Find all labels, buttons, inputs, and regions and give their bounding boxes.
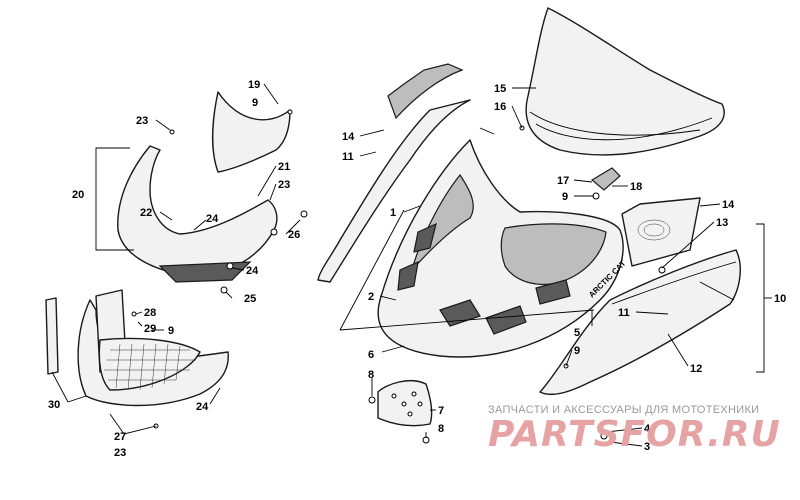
callout-23-top: 23 [136, 115, 148, 127]
callout-27: 27 [114, 431, 126, 443]
callout-19: 19 [248, 79, 260, 91]
leader-lines [51, 83, 772, 447]
grille-mesh [104, 343, 196, 391]
callout-3: 3 [644, 441, 650, 453]
callout-9-side: 9 [574, 345, 580, 357]
callout-11-left: 11 [342, 151, 354, 163]
callout-6: 6 [368, 349, 374, 361]
callout-12: 12 [690, 363, 702, 375]
left-trim-strip [45, 297, 59, 375]
skid-plate [377, 380, 433, 427]
callout-23-bottom: 23 [114, 447, 126, 459]
upper-nose [212, 91, 291, 173]
callout-25: 25 [244, 293, 256, 305]
watermark-tagline: ЗАПЧАСТИ И АКСЕССУАРЫ ДЛЯ МОТОТЕХНИКИ [488, 404, 760, 416]
callout-20: 20 [72, 189, 84, 201]
callout-9-bumper: 9 [168, 325, 174, 337]
callout-2: 2 [368, 291, 374, 303]
callout-8-bottom: 8 [438, 423, 444, 435]
callout-13: 13 [716, 217, 728, 229]
callout-labels: 15 16 17 18 9 14 13 10 11 12 5 9 4 3 1 2… [48, 79, 786, 459]
callout-30: 30 [48, 399, 60, 411]
callout-14-right: 14 [722, 199, 735, 211]
callout-10: 10 [774, 293, 786, 305]
callout-1: 1 [390, 207, 396, 219]
side-grille-panel [621, 197, 701, 267]
watermark-logo: PARTSFOR.RU [488, 414, 781, 455]
callout-14-left: 14 [342, 131, 355, 143]
callout-11-right: 11 [618, 307, 630, 319]
callout-15: 15 [494, 83, 506, 95]
callout-17: 17 [557, 175, 569, 187]
callout-24-upper: 24 [206, 213, 219, 225]
callout-26: 26 [288, 229, 300, 241]
fasteners [131, 109, 666, 444]
callout-5: 5 [574, 327, 580, 339]
callout-21: 21 [278, 161, 290, 173]
callout-29: 29 [144, 323, 156, 335]
callout-4: 4 [644, 423, 651, 435]
callout-23-nose: 23 [278, 179, 290, 191]
callout-24-lower: 24 [196, 401, 209, 413]
right-side-panel [539, 249, 741, 396]
hood: ARCTIC CAT [377, 139, 628, 358]
callout-16: 16 [494, 101, 506, 113]
callout-9-windshield: 9 [562, 191, 568, 203]
callout-22: 22 [140, 207, 152, 219]
callout-9-nose: 9 [252, 97, 258, 109]
windshield [525, 7, 725, 156]
windshield-bracket [590, 167, 621, 200]
callout-28: 28 [144, 307, 156, 319]
lower-bumper [77, 289, 229, 407]
callout-18: 18 [630, 181, 642, 193]
callout-7: 7 [438, 405, 444, 417]
callout-8-top: 8 [368, 369, 374, 381]
callout-24-mid: 24 [246, 265, 259, 277]
left-side-panel [317, 63, 471, 283]
